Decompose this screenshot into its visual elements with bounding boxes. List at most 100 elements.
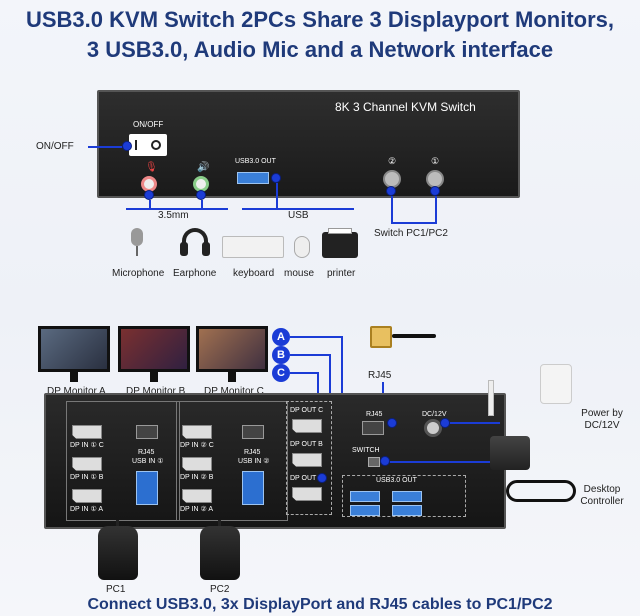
onoff-line <box>88 146 122 148</box>
usb-out-port[interactable] <box>237 172 269 184</box>
dp-out-c-port[interactable] <box>292 419 322 433</box>
dp-out-b-port[interactable] <box>292 453 322 467</box>
usb-out-port-4[interactable] <box>392 505 422 516</box>
usb-in1-label: USB IN ① <box>132 458 164 465</box>
dp-in2-b-label: DP IN ② B <box>180 474 214 481</box>
audio-bracket <box>126 208 228 210</box>
power-switch[interactable] <box>129 134 167 156</box>
usb-out-port-1[interactable] <box>350 491 380 502</box>
printer-label: printer <box>327 268 356 279</box>
dp-in2-c-port[interactable] <box>182 425 212 439</box>
earphone-label: Earphone <box>173 268 217 279</box>
monitor-a <box>38 326 110 372</box>
btn-bracket <box>391 222 437 224</box>
rj45-network-port[interactable] <box>362 421 384 435</box>
switch-port[interactable] <box>368 457 380 467</box>
monitor-a-stand <box>70 372 78 382</box>
rj45-2-label: RJ45 <box>244 449 261 456</box>
usb-in2-port[interactable] <box>242 471 264 505</box>
line-b-h <box>290 354 330 356</box>
line-a-h <box>290 336 342 338</box>
desktop-controller-icon <box>490 436 530 470</box>
line-c-h <box>290 372 318 374</box>
dp-out-a-dot <box>317 473 327 483</box>
panel-name: 8K 3 Channel KVM Switch <box>335 100 476 114</box>
usb-out-group <box>342 475 466 517</box>
printer-icon <box>322 228 358 258</box>
usb-out-label: USB3.0 OUT <box>235 158 276 165</box>
desktop-controller-label: Desktop Controller <box>580 484 624 507</box>
controller-cable <box>506 480 576 502</box>
dp-in2-a-port[interactable] <box>182 489 212 503</box>
usb30-out-label: USB3.0 OUT <box>376 477 417 484</box>
rj45-label: RJ45 <box>368 370 392 381</box>
pc2-group <box>176 401 288 521</box>
onoff-dot <box>122 141 132 151</box>
title-line-1: USB3.0 KVM Switch 2PCs Share 3 Displaypo… <box>25 7 615 32</box>
controller-line <box>390 461 490 463</box>
usb-in1-port[interactable] <box>136 471 158 505</box>
kvm-front-panel: 8K 3 Channel KVM Switch ON/OFF 🎙 🔊 USB3.… <box>97 90 520 198</box>
keyboard-icon <box>222 236 284 258</box>
dp-in1-b-label: DP IN ① B <box>70 474 104 481</box>
monitor-c-stand <box>228 372 236 382</box>
switch-port-dot <box>380 456 390 466</box>
mouse-icon <box>294 236 310 258</box>
monitor-c-label: DP Monitor C <box>204 386 264 397</box>
mic-line <box>149 200 151 208</box>
monitor-b-label: DP Monitor B <box>126 386 186 397</box>
monitor-c <box>196 326 268 372</box>
monitor-b-stand <box>150 372 158 382</box>
bottom-caption: Connect USB3.0, 3x DisplayPort and RJ45 … <box>87 596 553 613</box>
dp-out-b-label: DP OUT B <box>290 441 323 448</box>
pc2-icon <box>200 526 240 580</box>
dp-in1-b-port[interactable] <box>72 457 102 471</box>
rj45-port-dot <box>387 418 397 428</box>
button-2-label: ② <box>388 156 397 166</box>
earphone-icon <box>180 228 210 258</box>
dp-in2-a-label: DP IN ② A <box>180 506 213 513</box>
power-label: Power by DC/12V <box>581 408 623 431</box>
pc2-button-dot <box>386 186 396 196</box>
dc-power-port[interactable] <box>424 419 442 437</box>
mic-icon: 🎙 <box>145 162 158 173</box>
letter-c: C <box>272 364 290 382</box>
dp-out-a-port[interactable] <box>292 487 322 501</box>
rj45-1-label: RJ45 <box>138 449 155 456</box>
keyboard-label: keyboard <box>233 268 275 279</box>
switch-label: SWITCH <box>352 447 380 454</box>
microphone-label: Microphone <box>112 268 165 279</box>
dp-in1-a-label: DP IN ① A <box>70 506 103 513</box>
title-line-2: 3 USB3.0, Audio Mic and a Network interf… <box>86 37 554 62</box>
rj45-port-2[interactable] <box>242 425 264 439</box>
letter-a: A <box>272 328 290 346</box>
dp-in1-c-port[interactable] <box>72 425 102 439</box>
rj45-top-label: RJ45 <box>366 411 383 418</box>
rj45-port-1[interactable] <box>136 425 158 439</box>
dc-port-dot <box>440 418 450 428</box>
mm35-label: 3.5mm <box>158 210 189 221</box>
pc1-group <box>66 401 180 521</box>
onoff-label: ON/OFF <box>36 141 74 152</box>
switch-pc-label: Switch PC1/PC2 <box>374 228 448 239</box>
pc1-icon <box>98 526 138 580</box>
monitor-a-label: DP Monitor A <box>47 386 106 397</box>
dp-in2-b-port[interactable] <box>182 457 212 471</box>
btn1-line <box>435 196 437 224</box>
dp-out-group <box>286 401 332 515</box>
button-1-label: ① <box>431 156 440 166</box>
onoff-small-label: ON/OFF <box>133 120 164 129</box>
usb-out-port-2[interactable] <box>392 491 422 502</box>
power-adapter-icon <box>540 364 572 404</box>
dp-in1-a-port[interactable] <box>72 489 102 503</box>
pc2-label: PC2 <box>210 584 230 595</box>
usb-out-port-3[interactable] <box>350 505 380 516</box>
power-line <box>450 422 500 424</box>
btn2-line <box>391 196 393 224</box>
usb-line <box>276 183 278 208</box>
dp-in1-c-label: DP IN ① C <box>70 442 104 449</box>
letter-b: B <box>272 346 290 364</box>
ear-line <box>201 200 203 208</box>
microphone-icon <box>128 228 146 258</box>
usb-out-dot <box>271 173 281 183</box>
